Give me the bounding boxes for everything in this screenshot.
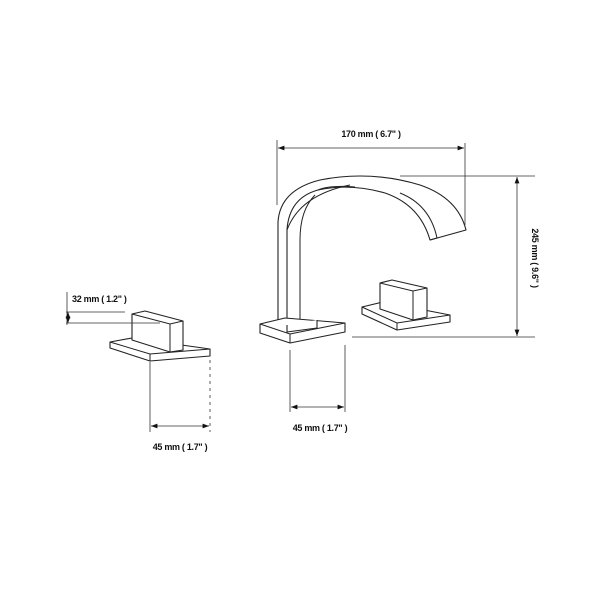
- spout-base-label: 45 mm ( 1.7" ): [293, 423, 348, 433]
- spout: [259, 175, 467, 344]
- left-handle: [109, 310, 211, 362]
- right-handle: [361, 279, 451, 331]
- handle-base-label: 45 mm ( 1.7" ): [153, 442, 208, 452]
- handle-height-label: 32 mm ( 1.2" ): [72, 294, 127, 304]
- spout-base-dimension: 45 mm ( 1.7" ): [289, 345, 348, 433]
- spout-height-dimension: 245 mm ( 9.6" ): [352, 175, 540, 338]
- spout-reach-label: 170 mm ( 6.7" ): [341, 129, 401, 139]
- spout-reach-dimension: 170 mm ( 6.7" ): [276, 129, 466, 225]
- handle-base-dimension: 45 mm ( 1.7" ): [149, 360, 211, 452]
- spout-height-label: 245 mm ( 9.6" ): [530, 228, 540, 288]
- handle-height-dimension: 32 mm ( 1.2" ): [65, 292, 160, 325]
